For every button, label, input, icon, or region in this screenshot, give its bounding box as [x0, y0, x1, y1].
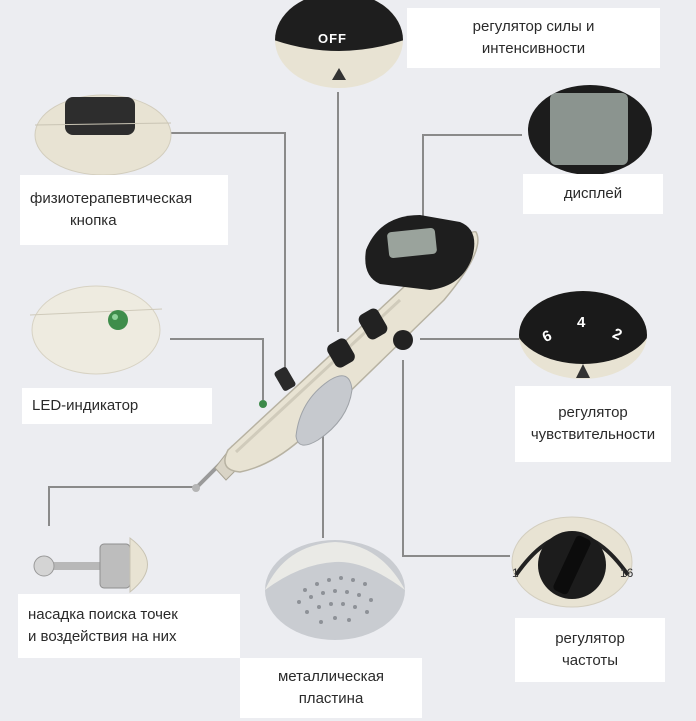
connector-led-h — [170, 338, 263, 340]
connector-power — [337, 92, 339, 332]
connector-display-v — [422, 134, 424, 236]
off-label: OFF — [318, 31, 347, 46]
label-physio-button: физиотерапевтическая кнопка — [20, 175, 228, 245]
connector-display-h — [422, 134, 522, 136]
label-sensitivity-regulator: регулятор чувствительности — [515, 386, 671, 462]
power-dial-closeup — [275, 0, 403, 88]
label-tip-line1: насадка поиска точек — [28, 606, 178, 623]
label-tip-line2: и воздействия на них — [28, 628, 177, 645]
label-plate-line2: пластина — [298, 690, 364, 707]
label-power-line1: регулятор силы и — [472, 18, 595, 35]
connector-tip-v — [48, 486, 50, 526]
connector-tip-h — [48, 486, 196, 488]
freq-min-label: 1 — [512, 566, 519, 580]
label-physio-line2: кнопка — [70, 212, 117, 229]
label-sens-line2: чувствительности — [530, 426, 656, 443]
connector-plate — [322, 430, 324, 538]
freq-max-label: 16 — [620, 566, 634, 580]
led-closeup — [29, 285, 163, 375]
connector-freq-v — [402, 360, 404, 556]
label-metal-plate: металлическая пластина — [240, 658, 422, 718]
tip-closeup — [33, 537, 148, 594]
label-freq-line2: частоты — [561, 652, 619, 669]
label-power-regulator: регулятор силы и интенсивности — [407, 8, 660, 68]
label-display: дисплей — [523, 174, 663, 214]
label-freq-line1: регулятор — [555, 630, 625, 647]
frequency-dial-closeup — [511, 516, 633, 608]
label-led-line1: LED-индикатор — [32, 397, 139, 414]
physio-button-closeup — [34, 94, 172, 176]
label-physio-line1: физиотерапевтическая — [30, 190, 193, 207]
connector-freq-h — [402, 555, 510, 557]
label-led-indicator: LED-индикатор — [22, 388, 212, 424]
label-frequency-regulator: регулятор частоты — [515, 618, 665, 682]
label-display-line1: дисплей — [563, 185, 623, 202]
label-plate-line1: металлическая — [277, 668, 385, 685]
display-closeup — [528, 85, 652, 175]
label-power-line2: интенсивности — [481, 40, 586, 57]
label-sens-line1: регулятор — [558, 404, 628, 421]
metal-plate-closeup — [265, 540, 405, 640]
connector-physio-h — [170, 132, 285, 134]
sensitivity-dial-closeup — [519, 291, 647, 379]
sens-4-label: 4 — [577, 314, 586, 331]
connector-physio-v — [284, 132, 286, 372]
label-tip-attachment: насадка поиска точек и воздействия на ни… — [18, 594, 240, 658]
connector-sens — [420, 338, 520, 340]
connector-led-v — [262, 338, 264, 400]
